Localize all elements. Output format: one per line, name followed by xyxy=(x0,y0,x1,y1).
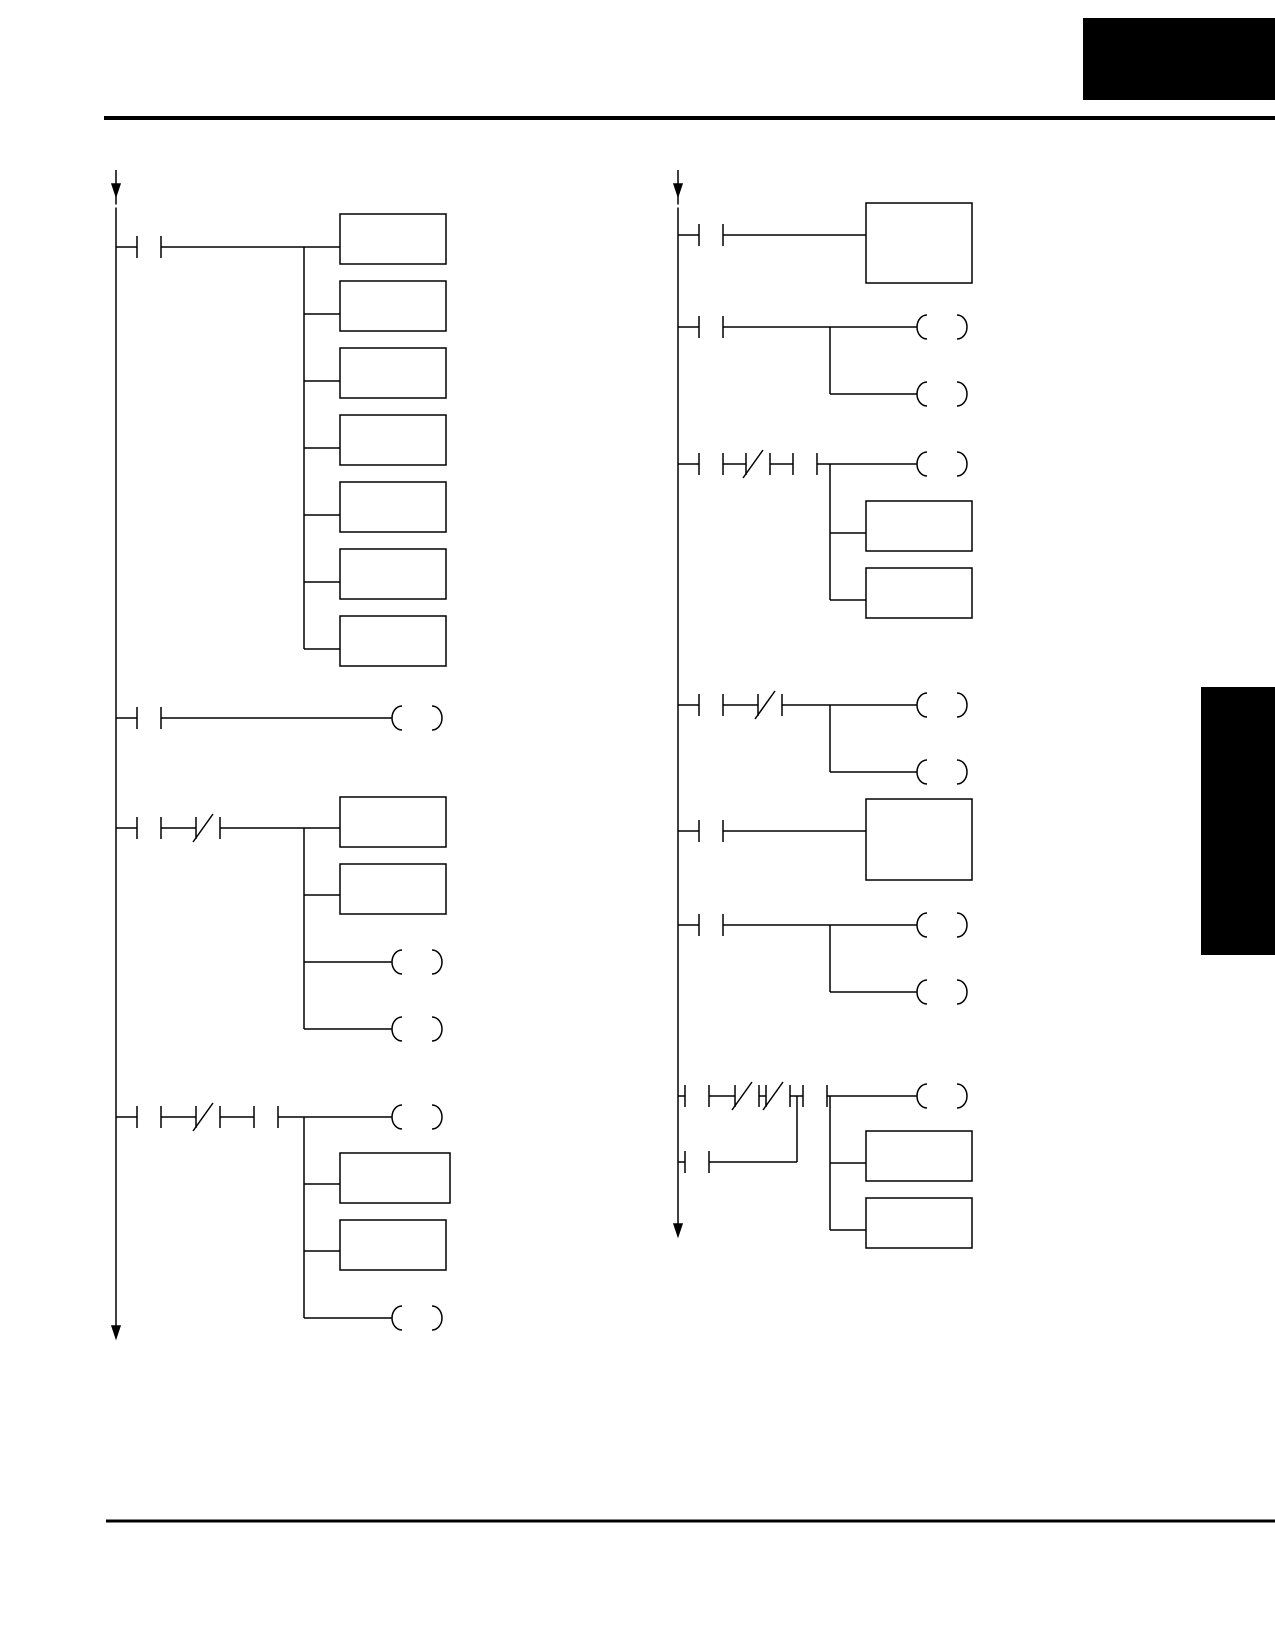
side-tab-line-2: Pulse Output Features xyxy=(1139,739,1161,941)
instruction-box-icon xyxy=(339,796,447,848)
instruction-box-icon xyxy=(865,500,973,552)
side-tab xyxy=(1201,687,1275,955)
instruction-box-icon xyxy=(339,863,447,915)
instruction-box-icon xyxy=(865,798,973,881)
coil-icon xyxy=(391,1016,403,1042)
instruction-box-icon xyxy=(339,347,447,399)
coil-icon xyxy=(916,759,928,785)
instruction-box-icon xyxy=(339,1152,451,1204)
coil-icon xyxy=(391,1305,403,1331)
instruction-box-icon xyxy=(339,213,447,265)
coil-icon xyxy=(391,949,403,975)
rung-d xyxy=(678,690,968,785)
instruction-box-icon xyxy=(339,280,447,332)
left-ladder xyxy=(108,170,451,1341)
rung-c xyxy=(678,449,973,619)
side-tab-label: High-Speed Input and Pulse Output Featur… xyxy=(1121,720,1201,960)
coil-icon xyxy=(391,1104,403,1130)
coil-icon xyxy=(916,314,928,340)
instruction-box-icon xyxy=(339,414,447,466)
instruction-box-icon xyxy=(865,202,973,284)
chapter-tab-block xyxy=(1083,18,1275,100)
rung-1 xyxy=(116,213,447,667)
coil-icon xyxy=(916,979,928,1005)
coil-icon xyxy=(391,705,403,731)
instruction-box-icon xyxy=(339,1219,447,1271)
side-tab-line-1: High-Speed Input and xyxy=(1161,742,1183,938)
rung-2 xyxy=(116,705,443,731)
rung-3 xyxy=(116,796,447,1042)
coil-icon xyxy=(916,692,928,718)
instruction-box-icon xyxy=(339,481,447,533)
rung-g xyxy=(678,1081,973,1249)
coil-icon xyxy=(916,451,928,477)
instruction-box-icon xyxy=(339,615,447,667)
right-ladder xyxy=(670,170,973,1249)
rung-f xyxy=(678,912,968,1005)
rung-b xyxy=(678,314,968,407)
rung-a xyxy=(678,202,973,284)
instruction-box-icon xyxy=(865,1197,973,1249)
down-arrow-icon xyxy=(672,183,684,199)
down-arrow-icon xyxy=(672,1223,684,1239)
down-arrow-icon xyxy=(110,183,122,199)
rung-4 xyxy=(116,1102,451,1331)
coil-icon xyxy=(916,1083,928,1109)
coil-icon xyxy=(916,912,928,938)
coil-icon xyxy=(916,381,928,407)
instruction-box-icon xyxy=(865,567,973,619)
down-arrow-icon xyxy=(110,1325,122,1341)
instruction-box-icon xyxy=(339,548,447,600)
instruction-box-icon xyxy=(865,1130,973,1182)
rung-e xyxy=(678,798,973,881)
